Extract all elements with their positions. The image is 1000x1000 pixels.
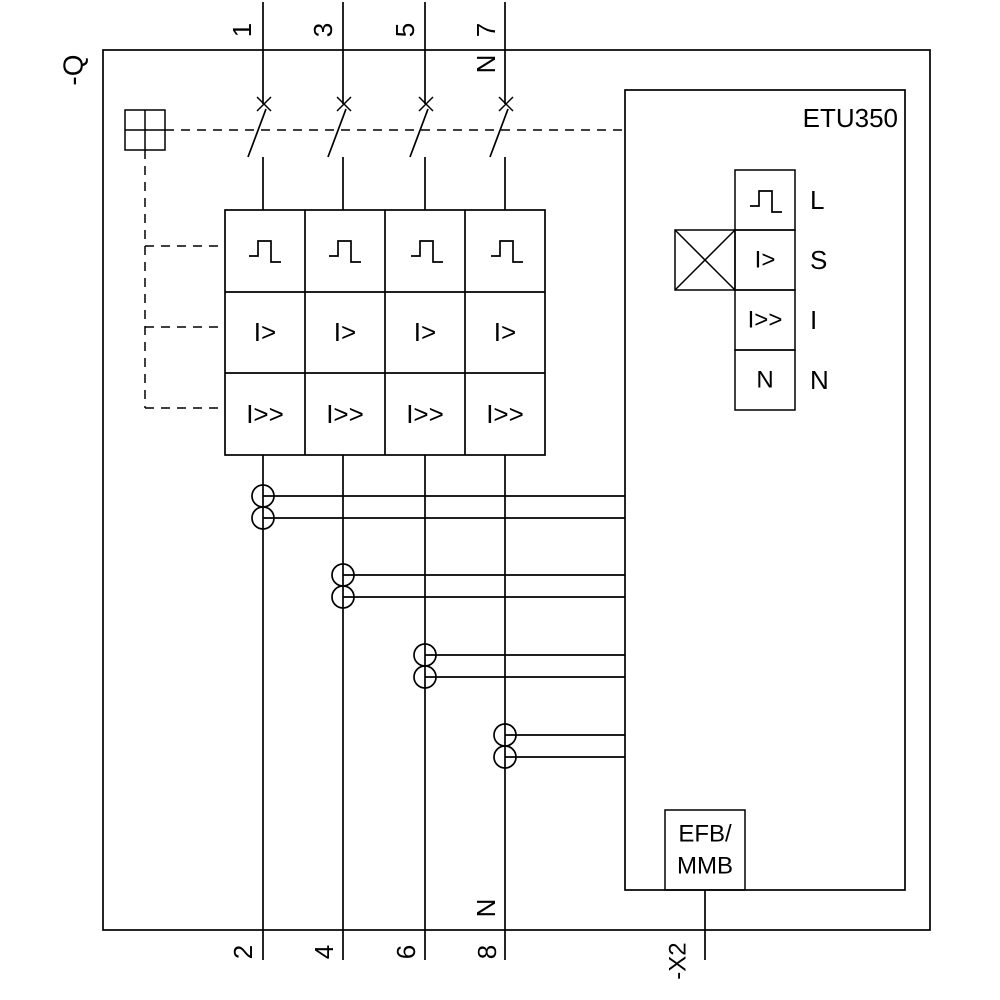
current-transformer-icon-4 (493, 723, 625, 769)
breaker-contact-icon-4 (489, 96, 514, 158)
module-label-line1: EFB/ (678, 821, 732, 848)
overload-symbol-3: I> (414, 317, 436, 347)
overload-symbol-1: I> (254, 317, 276, 347)
etu-function-label-s: S (810, 245, 827, 275)
module-label-line2: MMB (677, 853, 733, 880)
terminal-label-5: 5 (390, 23, 420, 37)
breaker-enclosure-outline (102, 49, 931, 931)
etu-type-label: ETU350 (803, 103, 898, 133)
long-time-characteristic-icon-2 (329, 240, 361, 263)
etu-function-label-n: N (810, 365, 829, 395)
breaker-contact-icon-2 (327, 96, 352, 158)
terminal-label-3: 3 (308, 23, 338, 37)
instantaneous-symbol-1: I>> (246, 399, 284, 429)
etu-instantaneous-symbol: I>> (748, 307, 783, 334)
long-time-characteristic-icon-etu (750, 190, 782, 213)
mechanism-icon (124, 109, 166, 151)
etu-neutral-symbol: N (756, 367, 773, 394)
trip-linkage-dashed-lines (144, 129, 625, 409)
terminal-label-6: 6 (391, 945, 421, 959)
etu-function-label-i: I (810, 305, 817, 335)
test-connection-icon (674, 229, 736, 291)
device-label: -Q (58, 54, 89, 85)
instantaneous-symbol-4: I>> (486, 399, 524, 429)
long-time-characteristic-icon-3 (411, 240, 443, 263)
overload-symbol-4: I> (494, 317, 516, 347)
long-time-characteristic-icon-4 (491, 240, 523, 263)
instantaneous-symbol-2: I>> (326, 399, 364, 429)
trip-unit-block (224, 209, 546, 456)
etu-short-time-symbol: I> (755, 247, 776, 274)
etu-box-outline (624, 89, 906, 891)
instantaneous-symbol-3: I>> (406, 399, 444, 429)
neutral-label-top: N (471, 55, 501, 74)
overload-symbol-2: I> (334, 317, 356, 347)
current-transformer-icon-2 (331, 563, 625, 609)
long-time-characteristic-icon-1 (249, 240, 281, 263)
terminal-label-4: 4 (309, 945, 339, 959)
breaker-contact-icon-3 (409, 96, 434, 158)
current-transformer-icon-1 (251, 484, 625, 530)
breaker-contact-icon-1 (247, 96, 272, 158)
x2-connector-label: -X2 (665, 942, 692, 979)
terminal-label-1: 1 (227, 23, 257, 37)
terminal-label-8: 8 (472, 945, 502, 959)
current-transformer-icon-3 (413, 643, 625, 689)
terminal-label-7: 7 (471, 23, 501, 37)
etu-function-label-l: L (810, 185, 824, 215)
terminal-label-2: 2 (228, 945, 258, 959)
etu-function-stack (734, 169, 796, 411)
neutral-label-bottom: N (471, 899, 501, 918)
